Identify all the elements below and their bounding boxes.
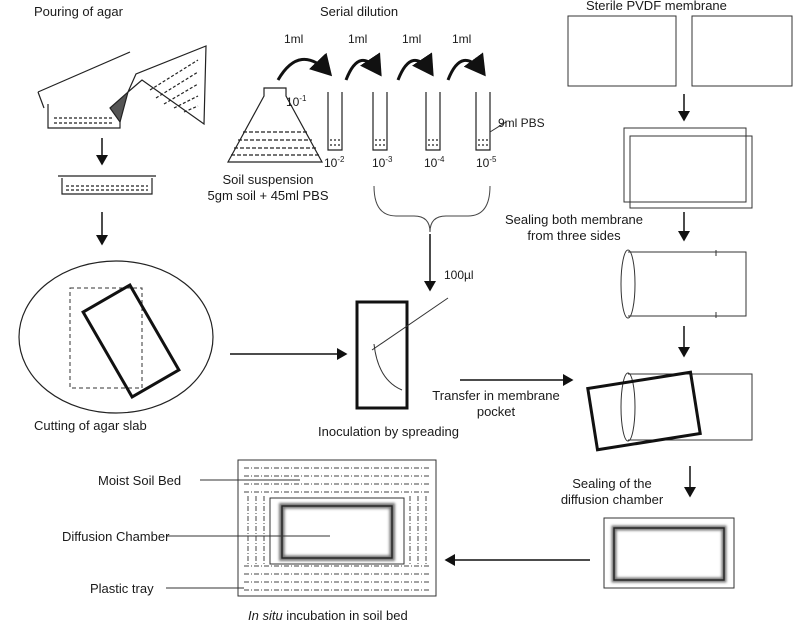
dilution-brace bbox=[373, 185, 491, 233]
label-cutting: Cutting of agar slab bbox=[34, 418, 147, 433]
label-100ul: 100µl bbox=[444, 268, 474, 282]
label-diffusion-chamber: Diffusion Chamber bbox=[62, 529, 170, 544]
label-soil-recipe: 5gm soil + 45ml PBS bbox=[207, 188, 329, 203]
label-9ml-pbs: 9ml PBS bbox=[498, 116, 545, 130]
inoculation-plate bbox=[355, 297, 449, 410]
pocket-with-slab bbox=[586, 370, 753, 452]
dilution-3: 10-3 bbox=[372, 155, 393, 171]
label-sealing-chamber-2: diffusion chamber bbox=[560, 492, 664, 507]
label-plastic-tray: Plastic tray bbox=[90, 581, 154, 596]
label-sealing-chamber-1: Sealing of the bbox=[572, 476, 652, 491]
sealed-pocket bbox=[620, 249, 747, 319]
flask bbox=[226, 87, 324, 163]
dilution-4: 10-4 bbox=[424, 155, 445, 171]
soil-tray bbox=[237, 459, 437, 597]
label-1ml-a: 1ml bbox=[284, 32, 304, 46]
label-transfer-1: Transfer in membrane bbox=[432, 388, 560, 403]
label-moist-soil-bed: Moist Soil Bed bbox=[98, 473, 182, 488]
tray-leader-lines bbox=[166, 121, 507, 589]
label-soil-suspension: Soil suspension bbox=[222, 172, 314, 187]
label-serial-dilution: Serial dilution bbox=[320, 4, 399, 19]
label-transfer-2: pocket bbox=[476, 404, 516, 419]
pouring-illustration bbox=[37, 45, 207, 129]
dilution-1: 10-1 bbox=[286, 94, 307, 110]
diffusion-chamber-sealed bbox=[603, 517, 735, 589]
dilution-5: 10-5 bbox=[476, 155, 497, 171]
tubes bbox=[327, 92, 491, 151]
pvdf-membranes bbox=[567, 15, 793, 87]
label-1ml-c: 1ml bbox=[402, 32, 422, 46]
label-sealing-three-sides-2: from three sides bbox=[527, 228, 621, 243]
agar-plate bbox=[58, 175, 156, 195]
cutting-illustration bbox=[18, 260, 214, 414]
label-inoculation: Inoculation by spreading bbox=[318, 424, 459, 439]
label-sealing-three-sides-1: Sealing both membrane bbox=[504, 212, 644, 227]
label-in-situ-incubation: In situ incubation in soil bed bbox=[248, 608, 408, 623]
dilution-2: 10-2 bbox=[324, 155, 345, 171]
label-pouring-of-agar: Pouring of agar bbox=[34, 4, 123, 19]
stacked-membranes bbox=[623, 127, 753, 209]
label-1ml-b: 1ml bbox=[348, 32, 368, 46]
transfer-arrows bbox=[276, 52, 486, 81]
label-sterile-membrane: Sterile PVDF membrane bbox=[586, 0, 727, 13]
label-1ml-d: 1ml bbox=[452, 32, 472, 46]
